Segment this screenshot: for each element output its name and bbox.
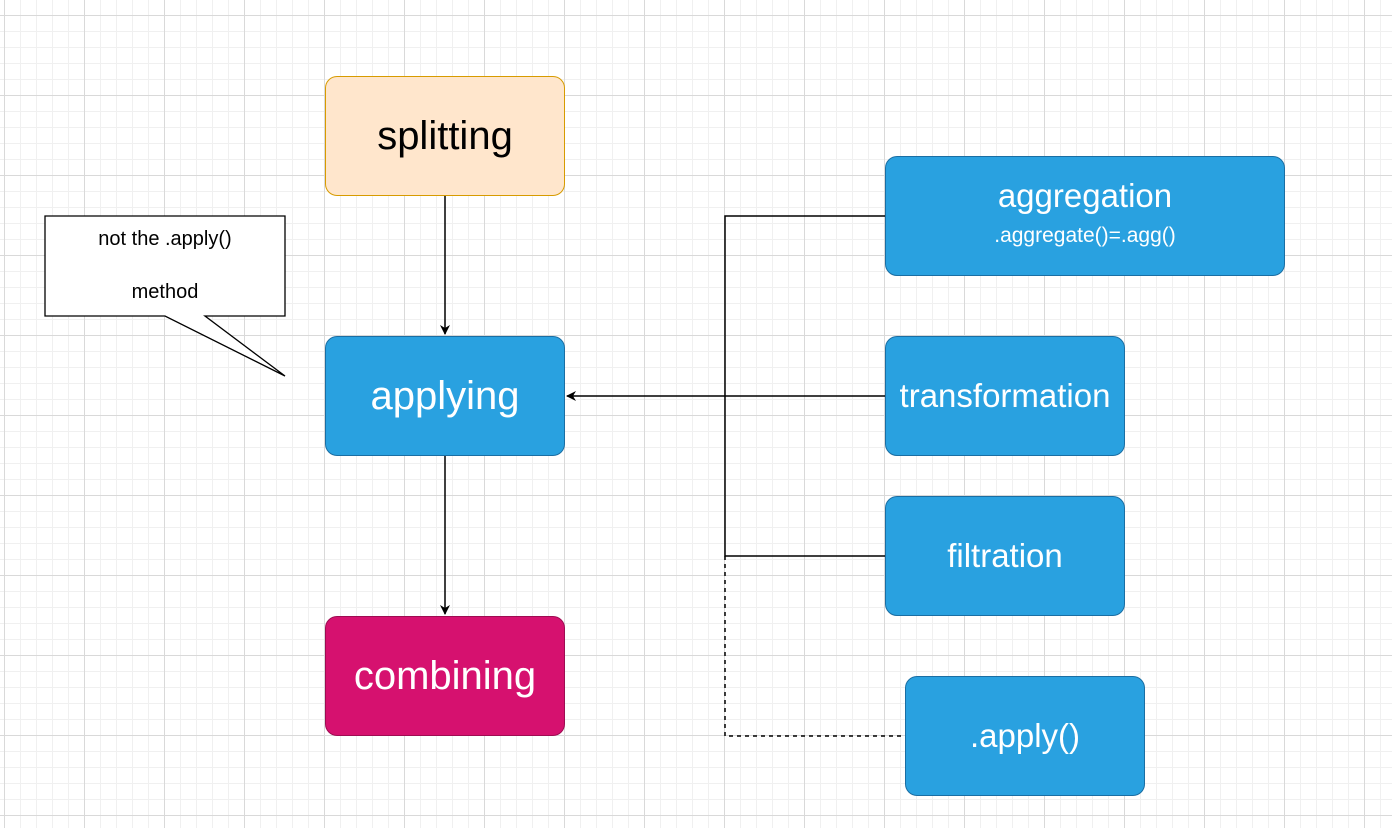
node-combining-label: combining	[353, 653, 537, 698]
node-apply-label: .apply()	[969, 717, 1081, 754]
edge-apply-dashed	[724, 556, 905, 737]
node-apply[interactable]: .apply()	[905, 676, 1145, 796]
callout-note: not the .apply() method	[45, 216, 285, 316]
node-applying-label: applying	[370, 373, 520, 418]
node-applying[interactable]: applying	[325, 336, 565, 456]
node-transformation[interactable]: transformation	[885, 336, 1125, 456]
node-aggregation-title: aggregation	[997, 176, 1173, 214]
node-filtration-label: filtration	[947, 537, 1063, 574]
node-combining[interactable]: combining	[325, 616, 565, 736]
edge-bracket-aggregation-filtration	[724, 215, 885, 557]
callout-shape	[44, 215, 286, 377]
node-splitting-label: splitting	[377, 113, 513, 158]
node-aggregation-subtitle: .aggregate()=.agg()	[994, 224, 1176, 248]
node-splitting[interactable]: splitting	[325, 76, 565, 196]
node-aggregation[interactable]: aggregation .aggregate()=.agg()	[885, 156, 1285, 276]
node-filtration[interactable]: filtration	[885, 496, 1125, 616]
callout-line-1: not the .apply()	[98, 228, 232, 250]
callout-line-2: method	[131, 281, 199, 303]
node-transformation-label: transformation	[899, 377, 1111, 414]
